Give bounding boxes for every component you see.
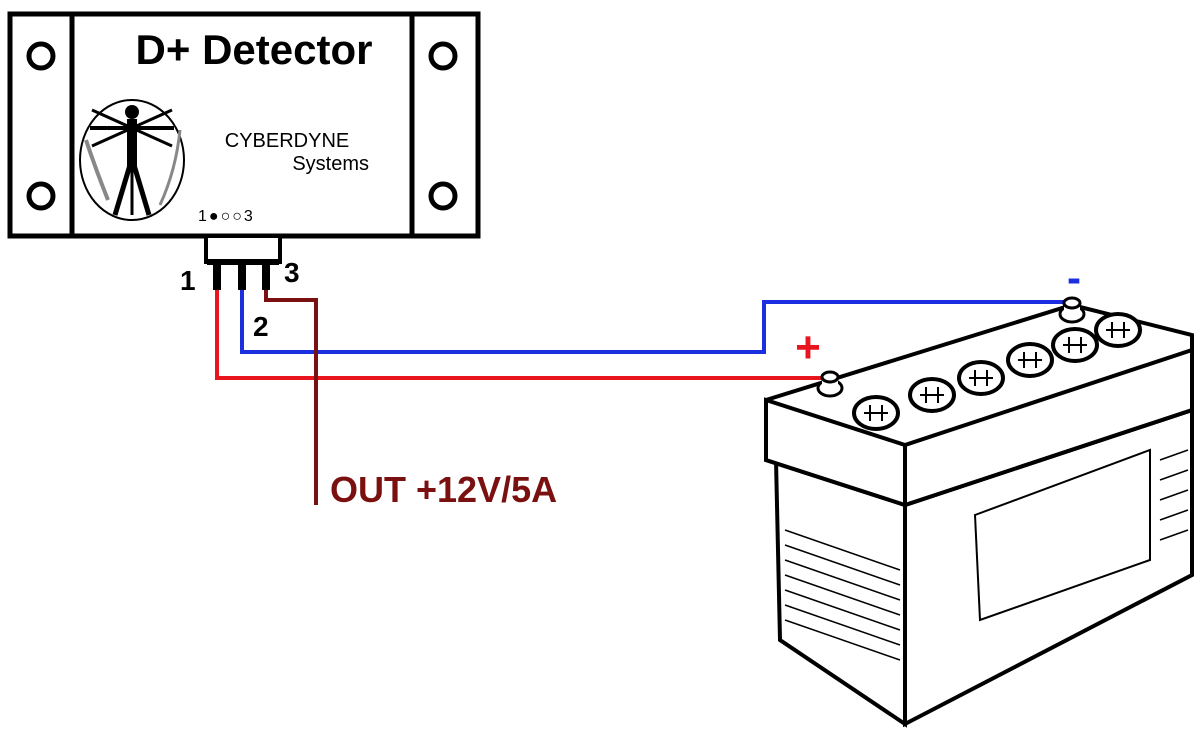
output-label: OUT +12V/5A xyxy=(330,469,557,510)
brand-line1: CYBERDYNE xyxy=(225,130,349,152)
brand-line2: Systems xyxy=(292,153,369,175)
pin-1-lead xyxy=(213,262,221,290)
battery-minus-label: - xyxy=(1067,254,1081,301)
detector-module: D+ Detector CYBERDYNE Systems 1●○○3 xyxy=(7,11,481,290)
pin-2-lead xyxy=(238,262,246,290)
connector-plug xyxy=(204,234,282,264)
pin-1-label: 1 xyxy=(180,265,196,296)
blue-wire xyxy=(240,290,1072,354)
mounting-hole-icon xyxy=(428,181,458,211)
pin-marking: 1●○○3 xyxy=(198,208,255,225)
mounting-hole-icon xyxy=(26,181,56,211)
mounting-hole-icon xyxy=(26,41,56,71)
battery-plus-label: + xyxy=(795,323,821,372)
pin-3-lead xyxy=(262,262,270,290)
pin-3-label: 3 xyxy=(284,257,300,288)
red-wire xyxy=(215,290,828,380)
mounting-hole-icon xyxy=(428,41,458,71)
battery-icon xyxy=(764,296,1194,728)
detector-body xyxy=(7,11,481,239)
pin-2-label: 2 xyxy=(253,311,269,342)
brown-wire xyxy=(264,290,318,505)
vitruvian-man-logo-icon xyxy=(79,99,185,221)
detector-title: D+ Detector xyxy=(136,26,373,73)
